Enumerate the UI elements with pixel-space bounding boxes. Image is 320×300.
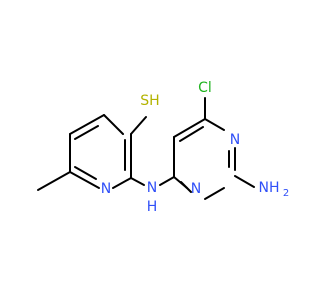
bond <box>112 177 132 189</box>
nh2-sub-label: 2 <box>283 188 289 199</box>
n-pyridine-label: N <box>101 181 111 197</box>
bond <box>173 118 206 138</box>
bond <box>69 171 100 189</box>
bond <box>69 114 105 135</box>
bond <box>180 181 192 193</box>
molecule-structure: SH Cl N N N N H NH 2 <box>37 80 289 215</box>
bond <box>74 166 97 180</box>
bond <box>103 114 124 135</box>
bond <box>234 175 255 188</box>
bond <box>204 118 225 131</box>
bond <box>37 171 71 191</box>
bond <box>204 187 225 200</box>
nh-linker-label: N <box>147 180 157 196</box>
nh2-label: NH <box>259 180 280 196</box>
n-pyrimidine-bottom-label: N <box>191 181 201 197</box>
n-pyrimidine-top-label: N <box>230 132 240 148</box>
sh-label: SH <box>140 93 159 109</box>
bond <box>130 177 145 186</box>
bond <box>74 125 99 140</box>
bond <box>159 176 175 186</box>
bond <box>130 116 147 135</box>
cl-label: Cl <box>198 80 212 96</box>
molecule-canvas: SH Cl N N N N H NH 2 <box>37 80 289 215</box>
nh-linker-h-label: H <box>147 199 158 215</box>
bond <box>179 126 204 142</box>
